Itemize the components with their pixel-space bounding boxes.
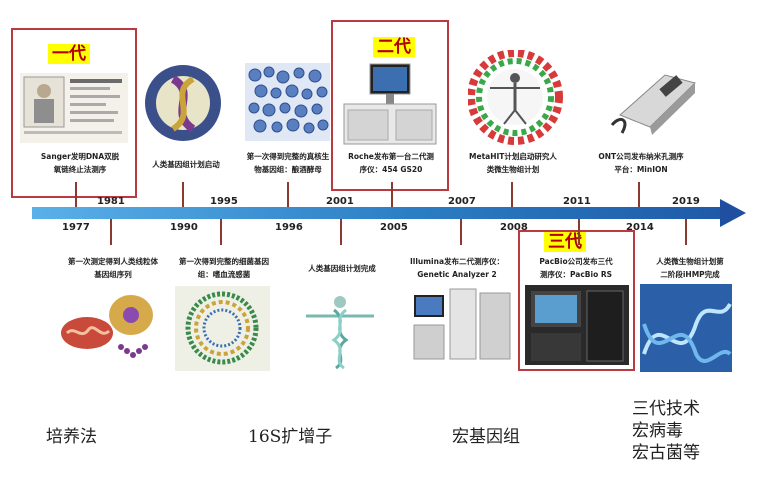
tick-1995: [220, 219, 222, 245]
tick-2008: [511, 182, 513, 208]
event-caption-roche-454: Roche发布第一台二代测 序仪：454 GS20: [340, 150, 442, 176]
tick-1981: [75, 182, 77, 208]
minion-device-image: [610, 55, 700, 140]
event-caption-hgp-complete: 人类基因组计划完成: [296, 262, 388, 275]
year-label: 1981: [97, 196, 125, 207]
event-caption-metahit: MetaHIT计划启动研究人 类微生物组计划: [462, 150, 564, 176]
year-label: 2001: [326, 196, 354, 207]
metahit-vitruvian-image: [468, 50, 563, 145]
year-label: 2008: [500, 222, 528, 233]
year-label: 1990: [170, 222, 198, 233]
mitochondria-cell-image: [55, 285, 165, 370]
tick-2001: [340, 219, 342, 245]
event-caption-pacbio: PacBio公司发布三代 测序仪：PacBio RS: [524, 255, 628, 281]
bacterial-genome-map-image: [175, 286, 270, 371]
year-label: 2014: [626, 222, 654, 233]
event-caption-hgp-launch: 人类基因组计划启动: [140, 158, 232, 171]
yeast-cells-image: [245, 63, 330, 141]
tick-2007: [460, 219, 462, 245]
event-caption-minion: ONT公司发布纳米孔测序 平台：MinION: [590, 150, 692, 176]
year-label: 2019: [672, 196, 700, 207]
tick-2014: [638, 182, 640, 208]
event-caption-sanger: Sanger发明DNA双脱 氧链终止法测序: [28, 150, 132, 176]
tick-2005: [391, 182, 393, 208]
timeline-axis: [32, 207, 722, 219]
year-label: 1996: [275, 222, 303, 233]
illumina-analyzer-image: [410, 285, 515, 365]
pacbio-rs-image: [523, 283, 631, 368]
event-caption-illumina: Illumina发布二代测序仪： Genetic Analyzer 2: [404, 255, 510, 281]
year-label: 1977: [62, 222, 90, 233]
year-label: 2011: [563, 196, 591, 207]
event-caption-yeast-genome: 第一次得到完整的真核生 物基因组：酿酒酵母: [240, 150, 336, 176]
first-gen-tag: 一代: [48, 44, 90, 64]
tick-2011: [578, 219, 580, 245]
dna-helix-image: [640, 284, 732, 372]
event-caption-ihmp: 人类微生物组计划第 二阶段iHMP完成: [640, 255, 740, 281]
event-caption-bacteria-genome: 第一次得到完整的细菌基因 组：嗜血流感菌: [170, 255, 278, 281]
event-caption-mito-genome: 第一次测定得到人类线粒体 基因组序列: [58, 255, 168, 281]
method-label-culture: 培养法: [46, 422, 97, 447]
sanger-portrait-image: [20, 73, 128, 143]
tick-1977: [110, 219, 112, 245]
roche-454-sequencer-image: [340, 60, 440, 148]
tick-1990: [182, 182, 184, 208]
tick-2019: [685, 219, 687, 245]
method-label-metagenome: 宏基因组: [452, 422, 520, 447]
method-label-third-gen: 三代技术 宏病毒 宏古菌等: [632, 398, 700, 464]
year-label: 2007: [448, 196, 476, 207]
year-label: 1995: [210, 196, 238, 207]
second-gen-tag: 二代: [373, 37, 415, 57]
timeline-arrowhead: [720, 199, 746, 227]
method-label-16s-amplicon: 16S扩增子: [248, 422, 332, 447]
tick-1996: [287, 182, 289, 208]
genome-project-logo-image: [143, 63, 223, 143]
year-label: 2005: [380, 222, 408, 233]
dna-human-figure-image: [298, 290, 383, 370]
